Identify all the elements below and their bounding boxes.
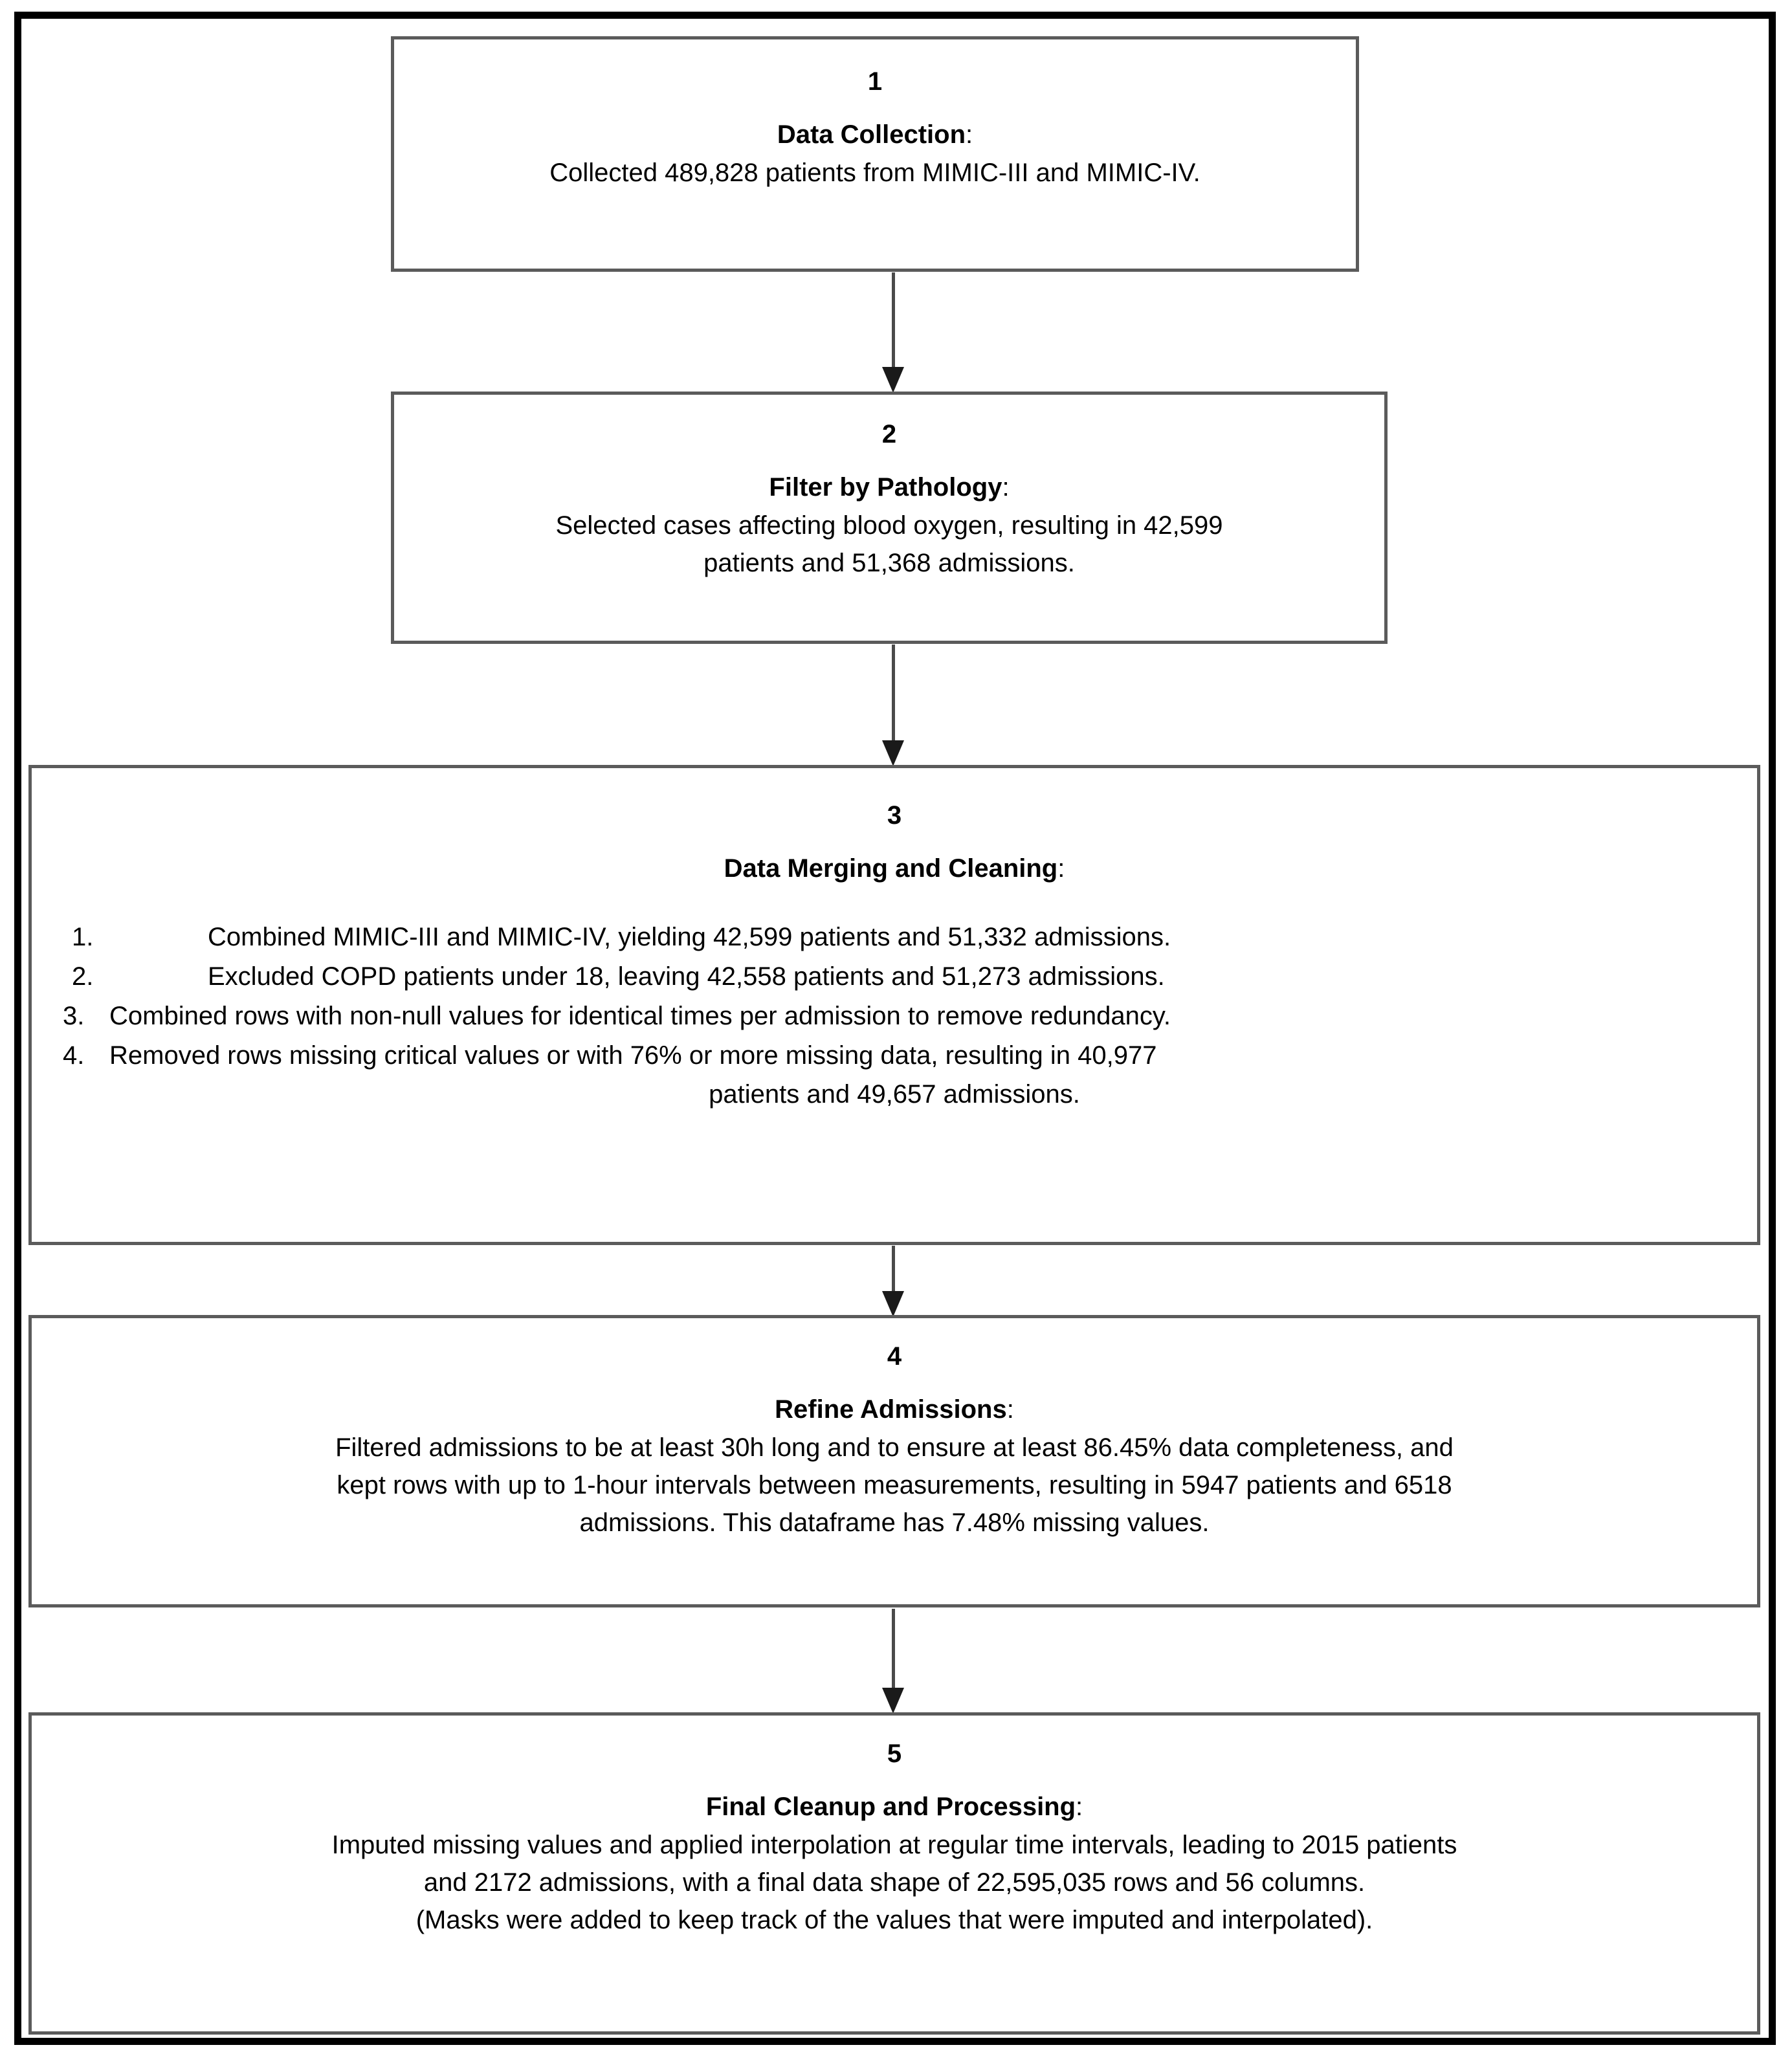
list-item-marker: 2.: [72, 962, 94, 991]
step-number-2: 2: [881, 420, 897, 448]
step-number-1: 1: [867, 67, 883, 96]
step-body-4-line-2: kept rows with up to 1-hour intervals be…: [337, 1471, 1452, 1500]
flow-step-box-4: 4 Refine Admissions: Filtered admissions…: [28, 1315, 1760, 1607]
list-item: 4. Removed rows missing critical values o…: [32, 1036, 1757, 1076]
step-3-numbered-list: 1. Combined MIMIC-III and MIMIC-IV, yield…: [32, 918, 1757, 1114]
list-item-text: Combined MIMIC-III and MIMIC-IV, yieldin…: [208, 923, 1171, 952]
list-item-text: Excluded COPD patients under 18, leaving…: [208, 962, 1165, 991]
arrow-head-icon: [882, 367, 904, 393]
step-title-line-4: Refine Admissions:: [32, 1390, 1757, 1429]
step-title-line-5: Final Cleanup and Processing:: [32, 1787, 1757, 1826]
list-item-marker: 3.: [63, 1001, 85, 1030]
step-number-4: 4: [887, 1342, 902, 1371]
arrow-shaft: [892, 645, 895, 742]
arrow-shaft: [892, 272, 895, 370]
step-title-line-3: Data Merging and Cleaning:: [32, 849, 1757, 888]
list-item-continuation: patients and 49,657 admissions.: [709, 1080, 1080, 1109]
step-title-colon-3: :: [1057, 854, 1065, 883]
step-body-4-line-1: Filtered admissions to be at least 30h l…: [335, 1433, 1454, 1463]
arrow-head-icon: [882, 1688, 904, 1714]
flow-step-box-5: 5 Final Cleanup and Processing: Imputed …: [28, 1712, 1760, 2035]
step-title-line-2: Filter by Pathology:: [394, 468, 1384, 507]
step-5-gap: [32, 1769, 1757, 1787]
arrow-shaft: [892, 1246, 895, 1292]
step-body-2-line-2: patients and 51,368 admissions.: [703, 549, 1075, 578]
arrow-step2-to-step3: [882, 645, 904, 766]
list-item: 2. Excluded COPD patients under 18, leavi…: [32, 957, 1757, 997]
arrow-head-icon: [882, 1291, 904, 1317]
step-4-gap: [32, 1372, 1757, 1390]
step-title-line-1: Data Collection:: [394, 115, 1356, 154]
arrow-shaft: [892, 1609, 895, 1689]
step-2-gap: [394, 450, 1384, 468]
step-body-2-line-1: Selected cases affecting blood oxygen, r…: [555, 511, 1223, 540]
step-title-colon-5: :: [1076, 1793, 1083, 1822]
step-body-5-line-1: Imputed missing values and applied inter…: [331, 1831, 1457, 1860]
step-body-5-line-2: and 2172 admissions, with a final data s…: [423, 1868, 1366, 1897]
step-title-colon-1: :: [966, 120, 973, 149]
step-title-3: Data Merging and Cleaning: [724, 854, 1058, 883]
step-3-gap-list: [32, 888, 1757, 918]
arrow-step4-to-step5: [882, 1609, 904, 1714]
step-title-4: Refine Admissions: [775, 1395, 1007, 1424]
step-3-gap-top: [32, 831, 1757, 849]
list-item: 1. Combined MIMIC-III and MIMIC-IV, yield…: [32, 918, 1757, 957]
arrow-step3-to-step4: [882, 1246, 904, 1317]
step-title-1: Data Collection: [777, 120, 966, 149]
flow-step-box-3: 3 Data Merging and Cleaning: 1. Combined …: [28, 765, 1760, 1245]
step-body-1: Collected 489,828 patients from MIMIC-II…: [549, 159, 1200, 188]
step-title-5: Final Cleanup and Processing: [705, 1793, 1076, 1822]
step-body-4-line-3: admissions. This dataframe has 7.48% mis…: [579, 1508, 1210, 1538]
list-item-marker: 1.: [72, 923, 94, 952]
step-title-2: Filter by Pathology: [769, 473, 1002, 502]
step-body-5-line-3: (Masks were added to keep track of the v…: [415, 1906, 1373, 1935]
arrow-step1-to-step2: [882, 272, 904, 393]
flow-step-box-1: 1 Data Collection: Collected 489,828 pat…: [391, 36, 1359, 272]
step-number-3: 3: [887, 801, 902, 830]
step-title-colon-2: :: [1002, 473, 1010, 502]
list-item-marker: 4.: [63, 1041, 85, 1070]
list-item-text: Removed rows missing critical values or …: [109, 1041, 1157, 1070]
flow-step-box-2: 2 Filter by Pathology: Selected cases af…: [391, 392, 1388, 644]
arrow-head-icon: [882, 740, 904, 766]
step-1-gap: [394, 97, 1356, 115]
step-title-colon-4: :: [1006, 1395, 1014, 1424]
step-number-5: 5: [887, 1739, 902, 1768]
list-item-text: Combined rows with non-null values for i…: [109, 1001, 1171, 1030]
list-item: 3. Combined rows with non-null values for…: [32, 997, 1757, 1036]
